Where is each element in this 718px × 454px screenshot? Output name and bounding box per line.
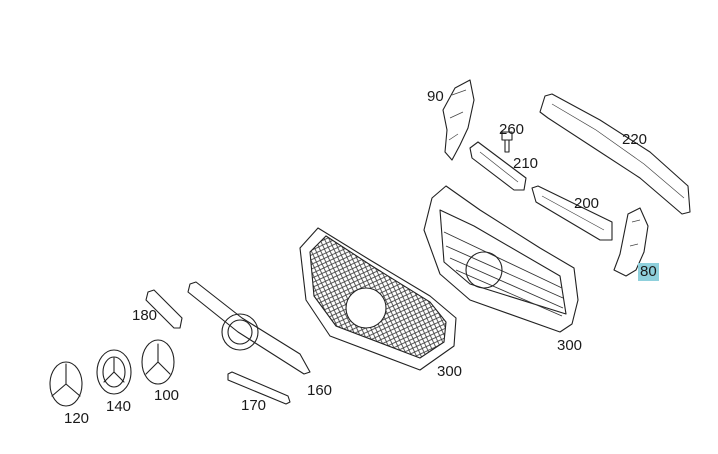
part-220-support bbox=[539, 93, 691, 215]
part-300-grille-bars bbox=[423, 185, 579, 333]
label-160: 160 bbox=[307, 382, 333, 399]
part-200-strip bbox=[531, 185, 613, 241]
part-160-trim-bar bbox=[187, 281, 311, 375]
label-140: 140 bbox=[106, 398, 132, 415]
label-100: 100 bbox=[154, 387, 180, 404]
label-180: 180 bbox=[132, 307, 158, 324]
label-80: 80 bbox=[638, 263, 659, 281]
part-90-bracket bbox=[442, 79, 475, 161]
part-80-bracket bbox=[613, 207, 649, 277]
part-260-bolt bbox=[501, 131, 513, 153]
part-180-strip bbox=[145, 289, 183, 329]
part-120-star-emblem bbox=[49, 361, 83, 407]
part-170-strip bbox=[227, 371, 291, 405]
label-300-upper: 300 bbox=[557, 337, 583, 354]
label-210: 210 bbox=[513, 155, 539, 172]
label-220: 220 bbox=[622, 131, 648, 148]
label-170: 170 bbox=[241, 397, 267, 414]
label-300-lower: 300 bbox=[437, 363, 463, 380]
label-260: 260 bbox=[499, 121, 525, 138]
part-100-emblem bbox=[141, 339, 175, 385]
label-120: 120 bbox=[64, 410, 90, 427]
label-90: 90 bbox=[427, 88, 444, 105]
part-300-grille-mesh bbox=[299, 227, 457, 371]
part-210-strip bbox=[469, 141, 527, 191]
label-200: 200 bbox=[574, 195, 600, 212]
part-140-emblem-base bbox=[96, 349, 132, 395]
